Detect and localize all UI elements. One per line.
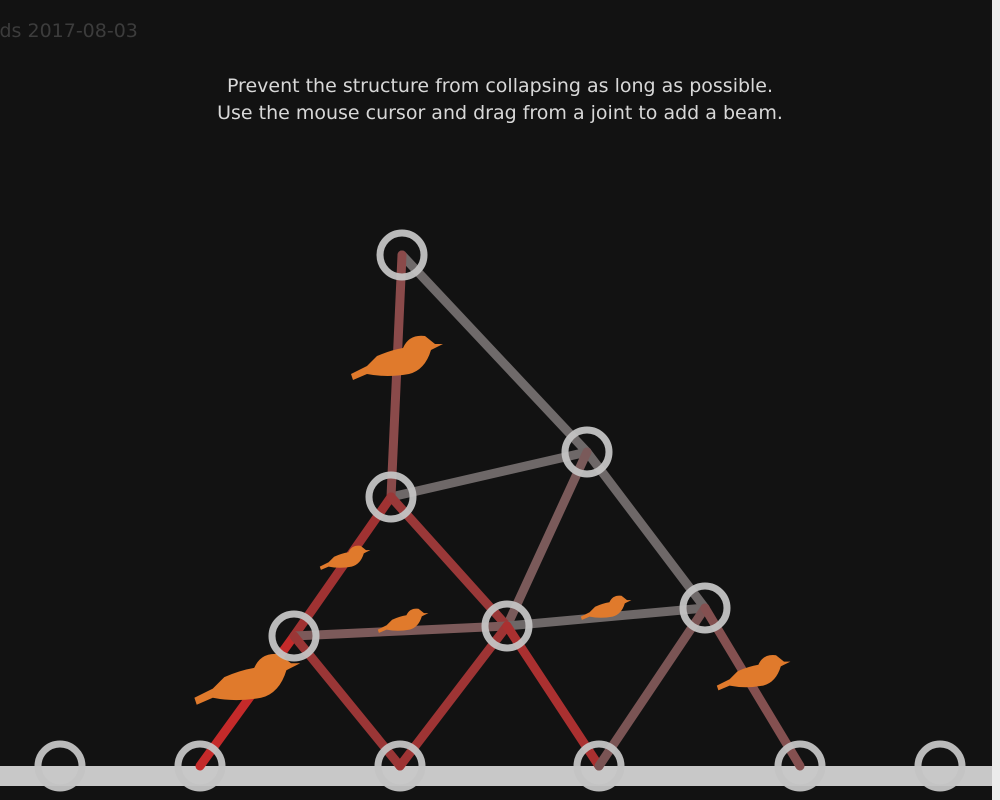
- beam[interactable]: [700, 603, 805, 771]
- anchor-joint[interactable]: [174, 740, 226, 792]
- joint[interactable]: [376, 229, 428, 281]
- joint[interactable]: [268, 610, 320, 662]
- beam[interactable]: [386, 447, 592, 502]
- joint[interactable]: [365, 471, 417, 523]
- beam[interactable]: [582, 447, 710, 613]
- right-edge-bar: [992, 0, 1000, 800]
- anchor-joint[interactable]: [573, 740, 625, 792]
- game-title: rds 2017-08-03: [0, 20, 138, 42]
- joint[interactable]: [679, 582, 731, 634]
- beam[interactable]: [397, 250, 592, 457]
- ground: [0, 766, 1000, 786]
- beam[interactable]: [289, 621, 512, 641]
- anchor-joint[interactable]: [374, 740, 426, 792]
- anchor-joint[interactable]: [914, 740, 966, 792]
- anchor-joint[interactable]: [34, 740, 86, 792]
- instruction-line-1: Prevent the structure from collapsing as…: [226, 75, 774, 97]
- beam[interactable]: [386, 250, 407, 502]
- instructions: Prevent the structure from collapsing as…: [0, 73, 1000, 127]
- instruction-line-2: Use the mouse cursor and drag from a joi…: [217, 102, 783, 124]
- beams: [195, 250, 805, 771]
- joints: [34, 229, 966, 792]
- bird: [716, 655, 791, 691]
- joint[interactable]: [481, 600, 533, 652]
- joint[interactable]: [561, 426, 613, 478]
- beam[interactable]: [594, 603, 710, 771]
- bird: [319, 545, 371, 570]
- anchor-joint[interactable]: [774, 740, 826, 792]
- beam[interactable]: [386, 492, 512, 631]
- beam[interactable]: [502, 447, 592, 631]
- beam[interactable]: [395, 621, 512, 771]
- beam[interactable]: [289, 631, 405, 771]
- bird: [194, 653, 301, 705]
- beam[interactable]: [502, 621, 604, 771]
